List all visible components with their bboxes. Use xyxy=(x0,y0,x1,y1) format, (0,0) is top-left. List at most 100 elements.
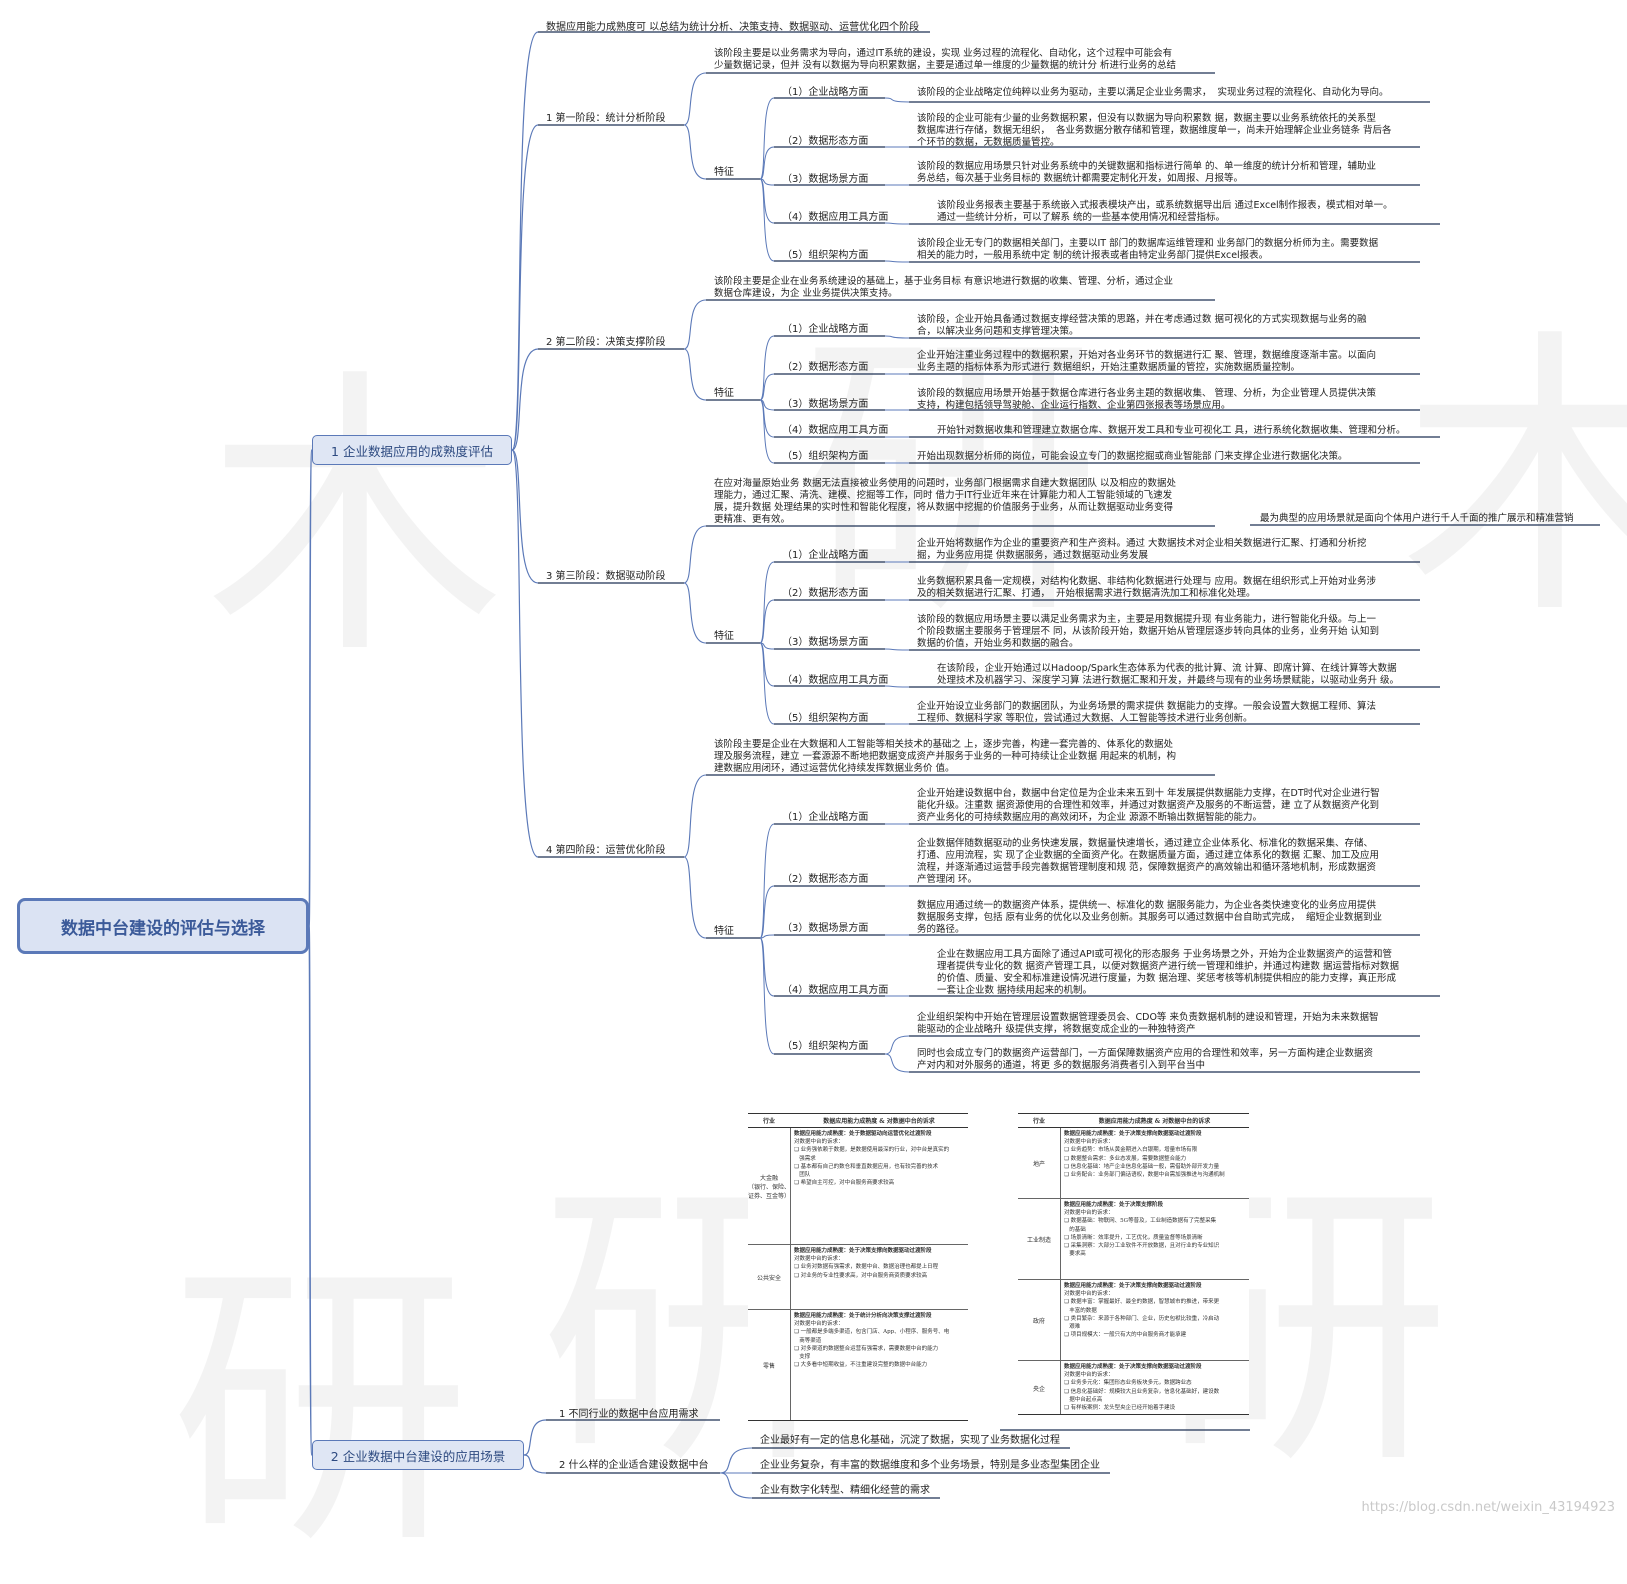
aspect-scenario[interactable]: （3）数据场景方面 xyxy=(782,923,869,934)
content-line: ❏ 业务对数据有强需求，数据中台、数据治理也都提上日程 xyxy=(794,1264,939,1271)
content-line: 对数据中台的诉求： xyxy=(794,1321,844,1328)
feature-label-3[interactable]: 特征 xyxy=(714,631,734,642)
content-line: 数据应用能力成熟度：处于决策支撑阶段 xyxy=(1064,1202,1164,1208)
detail-text: 该阶段的企业战略定位纯粹以业务为驱动，主要以满足企业业务需求， 实现业务过程的流… xyxy=(917,87,1389,98)
detail-text: 企业开始注重业务过程中的数据积累，开始对各业务环节的数据进行汇 聚、管理，数据维… xyxy=(917,350,1377,373)
content-cell: 数据应用能力成熟度：处于决策支撑向数据驱动过渡阶段对数据中台的诉求：❏ 业务多元… xyxy=(1061,1361,1249,1414)
stage-desc-2: 该阶段主要是企业在业务系统建设的基础上，基于业务目标 有意识地进行数据的收集、管… xyxy=(714,276,1174,299)
header-industry: 行业 xyxy=(762,1118,775,1125)
industry-cell: 政府 xyxy=(1018,1280,1061,1360)
industry-cell: 地产 xyxy=(1018,1128,1061,1198)
aspect-strategy[interactable]: （1）企业战略方面 xyxy=(782,87,869,98)
aspect-tools[interactable]: （4）数据应用工具方面 xyxy=(782,212,889,223)
aspect-strategy[interactable]: （1）企业战略方面 xyxy=(782,324,869,335)
aspect-data-form[interactable]: （2）数据形态方面 xyxy=(782,362,869,373)
answer-item[interactable]: 企业业务复杂，有丰富的数据维度和多个业务场景，特别是多业态型集团企业 xyxy=(760,1460,1100,1471)
detail-text: 企业在数据应用工具方面除了通过API或可视化的形态服务 于业务场景之外，开始为企… xyxy=(937,949,1400,996)
content-line: 强需求 xyxy=(794,1155,816,1162)
connector xyxy=(759,561,775,644)
feature-label-4[interactable]: 特征 xyxy=(714,926,734,937)
aspect-strategy[interactable]: （1）企业战略方面 xyxy=(782,812,869,823)
detail-text: 该阶段的数据应用场景开始基于数据仓库进行各业务主题的数据收集、 管理、分析，为企… xyxy=(917,388,1377,411)
table-row: 公共安全数据应用能力成熟度：处于决策支撑向数据驱动过渡阶段对数据中台的诉求：❏ … xyxy=(748,1245,968,1310)
detail-text: 该阶段，企业开始具备通过数据支撑经营决策的思路，并在考虑通过数 据可视化的方式实… xyxy=(917,314,1367,337)
content-cell: 数据应用能力成熟度：处于统计分析向决策支撑过渡阶段对数据中台的诉求：❏ 一般都是… xyxy=(791,1310,968,1420)
connector xyxy=(683,856,707,939)
connector xyxy=(683,348,707,401)
stage-node-4[interactable]: 4 第四阶段：运营优化阶段 xyxy=(546,845,666,856)
content-line: ❏ 数据丰富：掌握最好、最全的数据，智慧城市的推进，带来更 xyxy=(1064,1299,1220,1306)
content-line: 数据应用能力成熟度：处于决策支撑向数据驱动过渡阶段 xyxy=(1064,1364,1202,1370)
detail-text: 数据应用通过统一的数据资产体系，提供统一、标准化的数 据服务能力，为企业各类快速… xyxy=(917,900,1383,935)
connector xyxy=(511,449,539,858)
answer-item[interactable]: 企业最好有一定的信息化基础，沉淀了数据，实现了业务数据化过程 xyxy=(760,1435,1060,1446)
content-line: ❏ 信息化基础好：规模较大且业务复杂，信息化基础好，建设数 xyxy=(1064,1388,1220,1395)
content-cell: 数据应用能力成熟度：处于决策支撑阶段对数据中台的诉求：❏ 数据基础：物联网、5G… xyxy=(1061,1199,1249,1279)
connector xyxy=(759,97,775,180)
detail-text: 该阶段业务报表主要基于系统嵌入式报表模块产出，或系统数据导出后 通过Excel制… xyxy=(937,200,1393,223)
aspect-org[interactable]: （5）组织架构方面 xyxy=(782,1041,869,1052)
table-header: 行业 数据应用能力成熟度 & 对数据中台的诉求 xyxy=(748,1114,968,1128)
connector xyxy=(759,178,775,262)
stage-node-1[interactable]: 1 第一阶段：统计分析阶段 xyxy=(546,113,666,124)
stage-note-3: 最为典型的应用场景就是面向个体用户进行千人千面的推广展示和精准营销 xyxy=(1260,513,1574,524)
industry-table-right: 行业数据应用能力成熟度 & 对数据中台的诉求地产数据应用能力成熟度：处于决策支撑… xyxy=(1018,1113,1249,1415)
section1-node[interactable]: 1 企业数据应用的成熟度评估 xyxy=(312,435,512,465)
detail-text: 该阶段的数据应用场景只针对业务系统中的关键数据和指标进行简单 的、单一维度的统计… xyxy=(917,161,1377,184)
aspect-data-form[interactable]: （2）数据形态方面 xyxy=(782,588,869,599)
content-cell: 数据应用能力成熟度：处于数据驱动向运营优化过渡阶段对数据中台的诉求：❏ 业务强依… xyxy=(791,1128,968,1244)
connector xyxy=(884,648,910,651)
content-line: ❏ 场景清晰：效率提升，工艺优化，质量监督等场景清晰 xyxy=(1064,1234,1203,1241)
stage-desc-3: 在应对海量原始业务 数据无法直接被业务使用的问题时，业务部门根据需求自建大数据团… xyxy=(714,478,1177,525)
aspect-org[interactable]: （5）组织架构方面 xyxy=(782,250,869,261)
content-line: 商等渠道 xyxy=(794,1337,822,1344)
aspect-data-form[interactable]: （2）数据形态方面 xyxy=(782,136,869,147)
industry-cell: 大金融 （银行、保险、 证券、互金等） xyxy=(748,1128,791,1244)
header-content: 数据应用能力成熟度 & 对数据中台的诉求 xyxy=(823,1118,935,1125)
detail-text: 企业开始设立业务部门的数据团队，为业务场景的需求提供 数据能力的支撑。一般会设置… xyxy=(917,701,1377,724)
aspect-tools[interactable]: （4）数据应用工具方面 xyxy=(782,425,889,436)
content-line: 团队 xyxy=(794,1172,811,1179)
content-line: ❏ 业务趋势：市场从黄金期进入白银期，增量市场有限 xyxy=(1064,1147,1198,1154)
connector xyxy=(683,124,707,180)
content-line: 数据应用能力成熟度：处于决策支撑向数据驱动过渡阶段 xyxy=(1064,1131,1202,1137)
connector xyxy=(759,937,775,1055)
aspect-scenario[interactable]: （3）数据场景方面 xyxy=(782,399,869,410)
header-content: 数据应用能力成熟度 & 对数据中台的诉求 xyxy=(1098,1118,1211,1125)
feature-label-2[interactable]: 特征 xyxy=(714,388,734,399)
content-line: 对数据中台的诉求： xyxy=(1064,1372,1114,1379)
aspect-tools[interactable]: （4）数据应用工具方面 xyxy=(782,985,889,996)
industry-needs-node[interactable]: 1 不同行业的数据中台应用需求 xyxy=(559,1409,699,1420)
summary-node[interactable]: 数据应用能力成熟度可 以总结为统计分析、决策支持、数据驱动、运营优化四个阶段 xyxy=(546,22,920,33)
aspect-strategy[interactable]: （1）企业战略方面 xyxy=(782,550,869,561)
aspect-org[interactable]: （5）组织架构方面 xyxy=(782,451,869,462)
content-line: ❏ 数据基础：物联网、5G等普及，工业制造数据有了完整采集 xyxy=(1064,1218,1217,1225)
connector xyxy=(759,823,775,939)
feature-label-1[interactable]: 特征 xyxy=(714,167,734,178)
connector xyxy=(511,31,539,451)
root-node[interactable]: 数据中台建设的评估与选择 xyxy=(17,898,309,954)
content-line: 支撑 xyxy=(794,1354,811,1361)
stage-node-2[interactable]: 2 第二阶段：决策支撑阶段 xyxy=(546,337,666,348)
connector xyxy=(683,525,707,584)
aspect-scenario[interactable]: （3）数据场景方面 xyxy=(782,174,869,185)
content-line: 的基础 xyxy=(1064,1226,1086,1233)
content-line: 对数据中台的诉求： xyxy=(794,1139,844,1146)
table-row: 地产数据应用能力成熟度：处于决策支撑向数据驱动过渡阶段对数据中台的诉求：❏ 业务… xyxy=(1018,1128,1249,1199)
connector xyxy=(683,72,707,126)
aspect-data-form[interactable]: （2）数据形态方面 xyxy=(782,874,869,885)
content-line: 对数据中台的诉求： xyxy=(1064,1139,1114,1146)
suitable-enterprise-node[interactable]: 2 什么样的企业适合建设数据中台 xyxy=(559,1460,709,1471)
answer-item[interactable]: 企业有数字化转型、精细化经营的需求 xyxy=(760,1485,930,1496)
connector xyxy=(308,925,313,1456)
aspect-org[interactable]: （5）组织架构方面 xyxy=(782,713,869,724)
connector xyxy=(683,582,707,644)
connector xyxy=(308,449,313,927)
stage-node-3[interactable]: 3 第三阶段：数据驱动阶段 xyxy=(546,571,666,582)
content-line: ❏ 有样板案例：龙头型央企已经开始着手建设 xyxy=(1064,1405,1176,1412)
aspect-tools[interactable]: （4）数据应用工具方面 xyxy=(782,675,889,686)
section2-node[interactable]: 2 企业数据中台建设的应用场景 xyxy=(312,1440,524,1470)
connector xyxy=(884,685,910,688)
aspect-scenario[interactable]: （3）数据场景方面 xyxy=(782,637,869,648)
table-header: 行业数据应用能力成熟度 & 对数据中台的诉求 xyxy=(1018,1114,1249,1128)
